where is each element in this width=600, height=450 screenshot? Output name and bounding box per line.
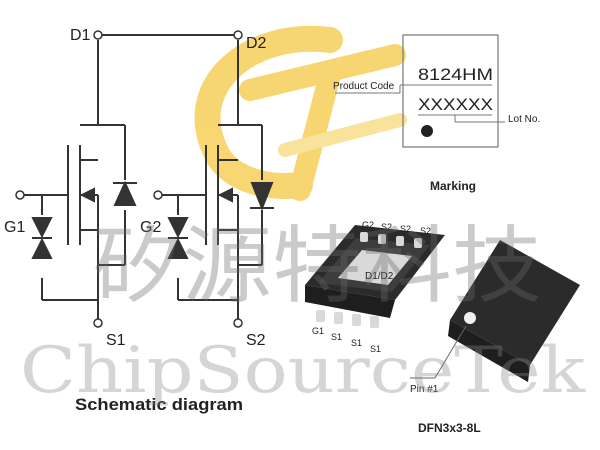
bottom-pin-1: G1 <box>312 326 324 336</box>
schematic-terminals <box>15 30 243 328</box>
top-pin-3: S2 <box>400 224 411 234</box>
top-pin-2: S2 <box>381 222 392 232</box>
watermark-cn: 矽源特科技 <box>92 217 542 315</box>
pin-g1-label: G1 <box>4 219 25 236</box>
schematic-pin-labels: D1 D2 G1 G2 S1 S2 <box>4 27 267 349</box>
lot-no-label: Lot No. <box>508 114 540 125</box>
pin1-label: Pin #1 <box>410 384 439 395</box>
package-center-label: D1/D2 <box>365 271 394 282</box>
package-drawing: D1/D2 G2 S2 S2 S2 G1 S1 S1 S1 Pin #1 DFN… <box>305 220 580 435</box>
pin-d1-label: D1 <box>70 27 91 44</box>
pin1-mark <box>464 312 476 324</box>
pin1-dot <box>421 125 433 137</box>
pin-d2-label: D2 <box>246 35 267 52</box>
schematic-diodes <box>31 180 274 259</box>
bottom-pin-2: S1 <box>331 332 342 342</box>
product-code-label: Product Code <box>333 81 395 92</box>
top-pin-1: G2 <box>362 220 374 230</box>
product-code-value: 8124HM <box>418 65 493 84</box>
bottom-pin-4: S1 <box>370 344 381 354</box>
package-caption: DFN3x3-8L <box>418 421 481 435</box>
watermark-logo <box>194 25 407 201</box>
watermark-logo-text: ST <box>0 0 2 1</box>
top-pin-4: S2 <box>420 226 431 236</box>
bottom-pin-3: S1 <box>351 338 362 348</box>
marking-caption: Marking <box>430 179 476 193</box>
marking-diagram: 8124HM Product Code XXXXXX Lot No. Marki… <box>333 34 540 193</box>
pin-s2-label: S2 <box>246 332 266 349</box>
pin-s1-label: S1 <box>106 332 126 349</box>
lot-code-value: XXXXXX <box>418 95 493 114</box>
schematic-caption: Schematic diagram <box>75 395 243 414</box>
watermark-en: ChipSourceTek <box>20 334 586 408</box>
watermark-text: 矽源特科技 ChipSourceTek ST <box>0 0 586 408</box>
pin-g2-label: G2 <box>140 219 161 236</box>
